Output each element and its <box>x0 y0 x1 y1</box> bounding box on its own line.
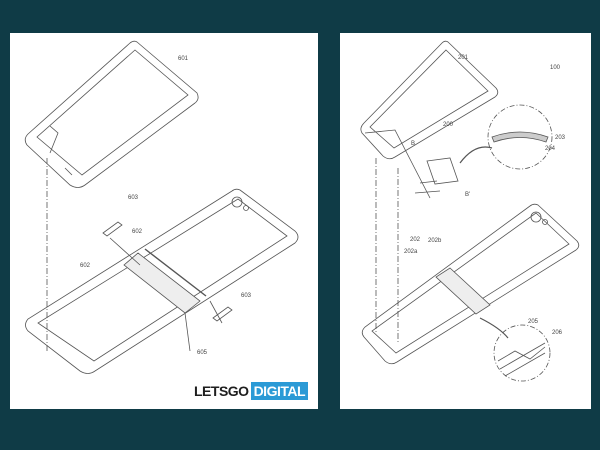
foldable-phone-flexible-hinge-drawing: 201 100 200 203 204 B B' 202 202b 202a 2… <box>360 40 580 382</box>
label-206: 206 <box>552 330 563 336</box>
label-603-top: 603 <box>128 195 139 201</box>
patent-figure-left: 601 603 602 602 603 605 LETSGO DIGITAL <box>10 33 318 409</box>
label-100: 100 <box>550 65 561 71</box>
label-201: 201 <box>458 55 469 61</box>
label-204: 204 <box>545 146 556 152</box>
label-200: 200 <box>443 122 454 128</box>
label-602-left: 602 <box>80 263 91 269</box>
label-202b: 202b <box>428 238 442 244</box>
label-205: 205 <box>528 319 539 325</box>
logo-part1: LETSGO <box>194 383 249 399</box>
label-603-bottom: 603 <box>241 293 252 299</box>
label-601: 601 <box>178 56 189 62</box>
label-B-prime: B' <box>465 192 470 198</box>
label-602-right: 602 <box>132 229 143 235</box>
label-605: 605 <box>197 350 208 356</box>
label-B: B <box>411 141 415 147</box>
label-202: 202 <box>410 237 421 243</box>
foldable-phone-exploded-drawing: 601 603 602 602 603 605 <box>24 40 299 374</box>
patent-figure-right: 201 100 200 203 204 B B' 202 202b 202a 2… <box>340 33 591 409</box>
logo-part2: DIGITAL <box>250 382 309 400</box>
letsgo-digital-logo: LETSGO DIGITAL <box>192 382 309 400</box>
label-203: 203 <box>555 135 566 141</box>
label-202a: 202a <box>404 249 418 255</box>
